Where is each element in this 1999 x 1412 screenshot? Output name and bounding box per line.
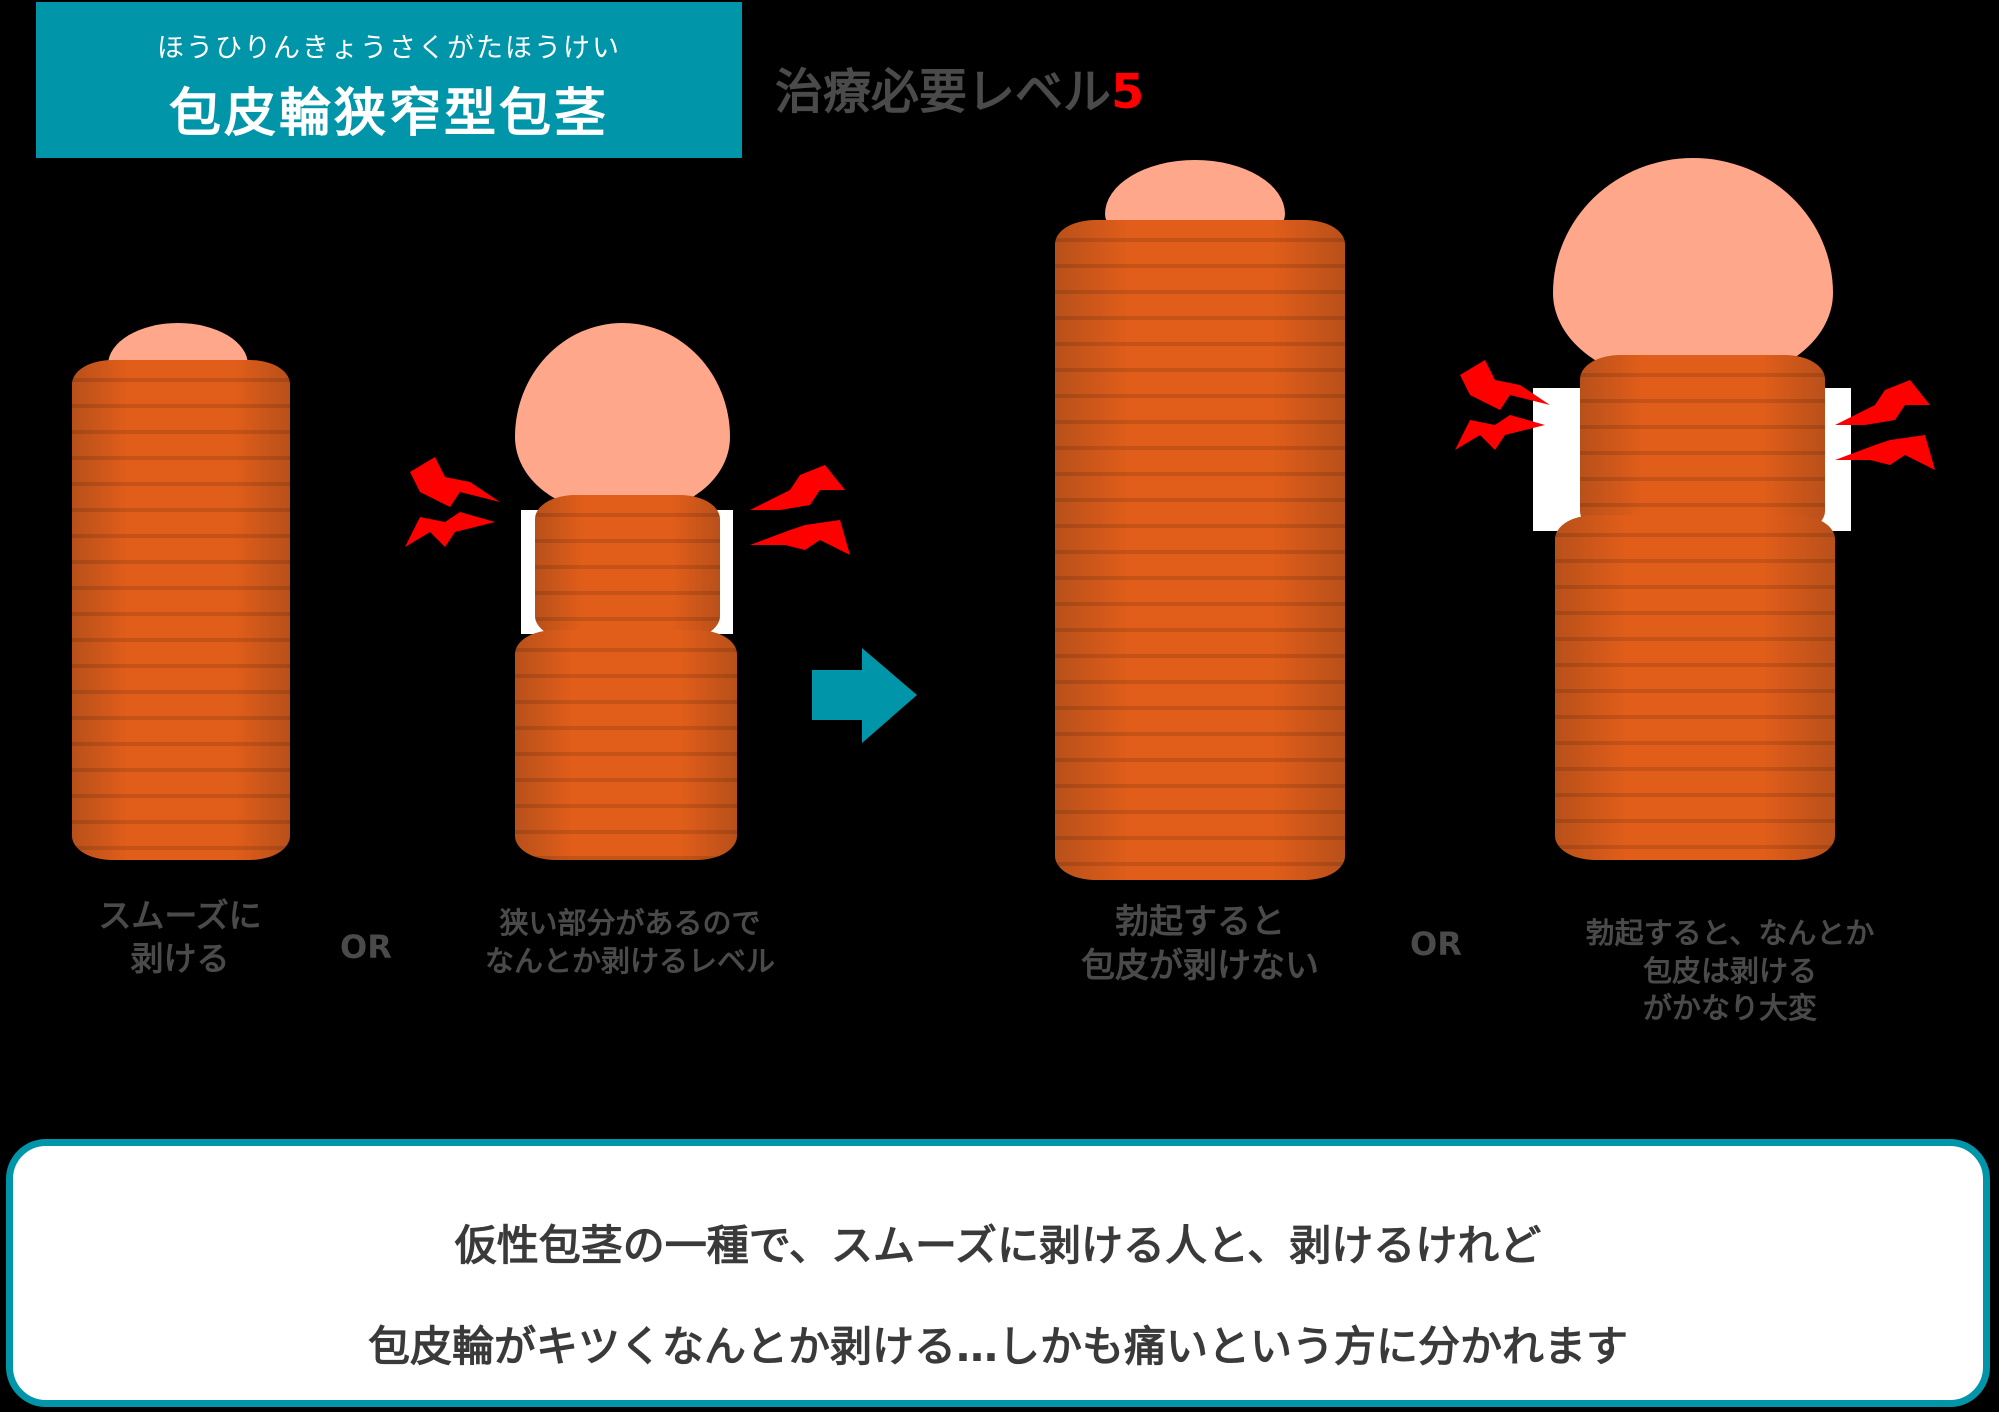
or-label-1: OR xyxy=(340,928,392,966)
title-ruby: ほうひりんきょうさくがたほうけい xyxy=(157,33,621,64)
level-label: 治療必要レベル xyxy=(775,64,1112,120)
glans-shape xyxy=(515,323,730,513)
summary-panel: 仮性包茎の一種で、スムーズに剥ける人と、剥けるけれど 包皮輪がキツくなんとか剥け… xyxy=(6,1139,1990,1407)
caption-4: 勃起すると、なんとか 包皮は剥ける がかなり大変 xyxy=(1585,916,1875,1026)
pain-bolt-icon xyxy=(1455,360,1550,450)
caption-3: 勃起すると 包皮が剥けない xyxy=(1081,902,1319,987)
summary-line-2: 包皮輪がキツくなんとか剥ける…しかも痛いという方に分かれます xyxy=(367,1322,1628,1371)
foreskin-shape xyxy=(1055,220,1345,880)
summary-line-1: 仮性包茎の一種で、スムーズに剥ける人と、剥けるけれど xyxy=(454,1221,1542,1270)
foreskin-shape xyxy=(72,360,290,860)
foreskin-ring xyxy=(1580,355,1825,535)
caption-1: スムーズに 剥ける xyxy=(98,896,262,978)
pain-bolt-icon xyxy=(750,465,850,555)
level-value: 5 xyxy=(1111,64,1145,120)
treatment-level: 治療必要レベル5 xyxy=(775,52,1144,122)
pain-bolt-icon xyxy=(405,457,500,547)
caption-2: 狭い部分があるので なんとか剥けるレベル xyxy=(484,906,775,978)
or-label-2: OR xyxy=(1410,925,1462,963)
page-title: 包皮輪狭窄型包茎 xyxy=(168,84,609,144)
pain-bolt-icon xyxy=(1835,380,1935,470)
foreskin-shape xyxy=(515,630,737,860)
arrow-right-icon xyxy=(812,648,917,743)
title-box: ほうひりんきょうさくがたほうけい 包皮輪狭窄型包茎 xyxy=(36,2,742,158)
foreskin-ring xyxy=(535,495,720,640)
foreskin-shape xyxy=(1555,515,1835,860)
glans-shape xyxy=(1553,158,1833,383)
